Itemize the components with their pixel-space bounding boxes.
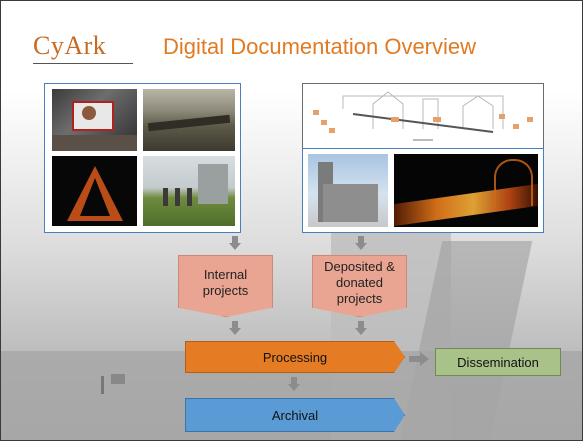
archival-box: Archival [185,398,405,432]
nave-shape [323,184,378,222]
person-shape [163,188,168,206]
cyark-logo: CyArk [33,31,107,60]
internal-photos-panel [44,83,241,233]
down-arrow-icon [355,321,367,335]
deposited-projects-box: Deposited & donated projects [312,255,407,317]
person-shape [175,188,180,206]
down-arrow-icon [355,236,367,250]
post-shape [111,374,125,384]
church-model-photo [308,154,388,227]
dissemination-box: Dissemination [435,348,561,376]
post-shape [101,376,104,394]
table-shape [52,135,137,151]
archival-label: Archival [271,407,319,423]
building-shape [198,164,228,204]
down-arrow-icon [229,236,241,250]
right-arrow-icon [409,352,431,366]
slide-title: Digital Documentation Overview [163,34,477,59]
logo-underline [33,63,133,64]
point-cloud-photo [52,156,137,226]
internal-projects-box: Internal projects [178,255,273,317]
laser-scan-photo [394,154,538,227]
person-shape [187,188,192,206]
architectural-drawing [303,84,543,148]
aerial-ruins-photo [143,89,235,151]
processing-label: Processing [262,349,328,365]
wall-shape [147,114,231,132]
presentation-photo [52,89,137,151]
deposited-projects-label: Deposited & donated projects [324,259,395,306]
field-survey-photo [143,156,235,226]
donated-photos-panel [302,148,544,233]
architectural-drawing-panel [302,83,544,149]
internal-projects-label: Internal projects [202,267,249,298]
scan-arch-shape [494,159,533,206]
dissemination-label: Dissemination [457,354,539,370]
down-arrow-icon [229,321,241,335]
processing-box: Processing [185,341,405,373]
pyramid-inner-shape [80,178,110,216]
down-arrow-icon [288,377,300,391]
person-head-shape [82,106,96,120]
